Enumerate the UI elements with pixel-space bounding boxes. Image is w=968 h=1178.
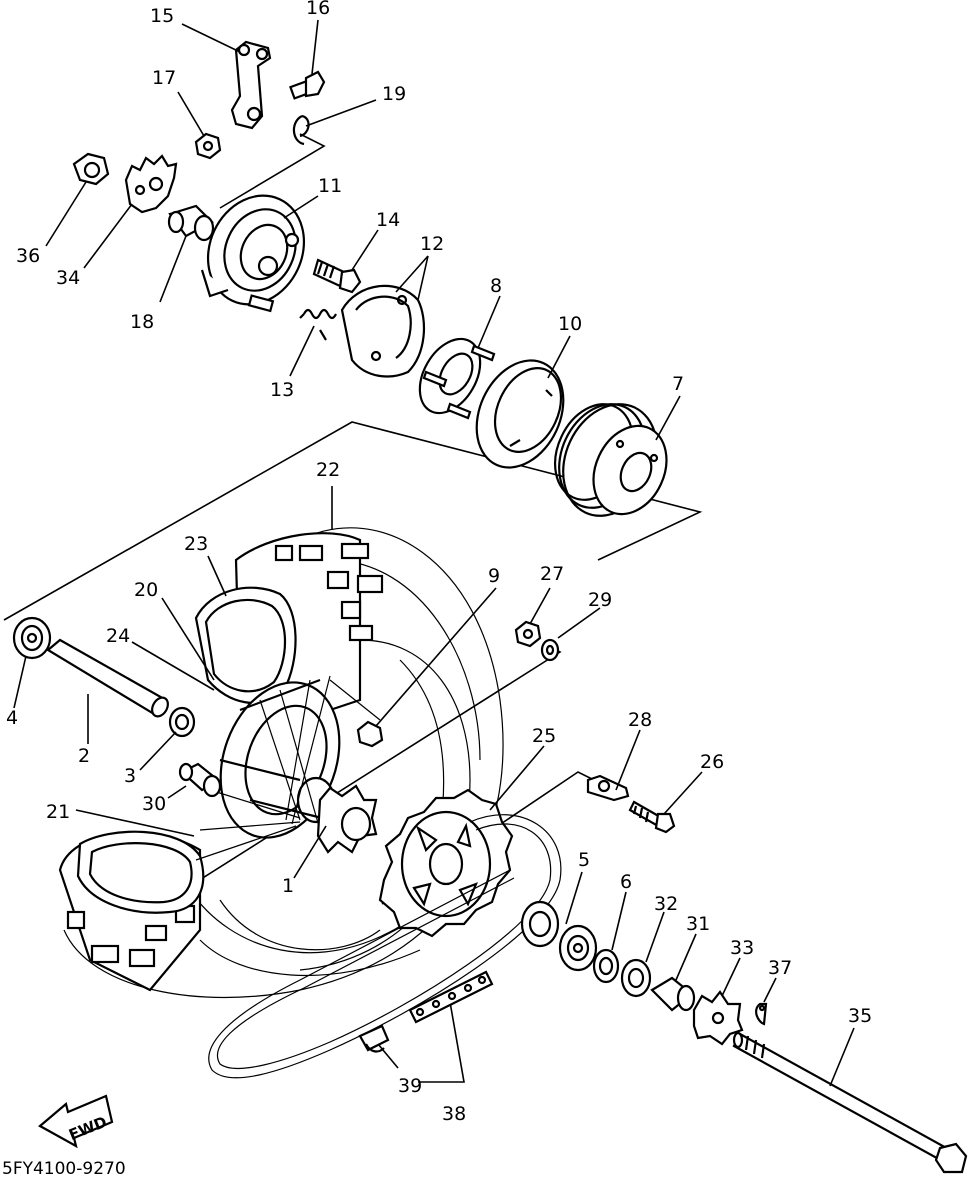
clutch-hub-plate — [418, 337, 496, 420]
drive-chain — [208, 814, 562, 1079]
axle-collar-right — [650, 976, 696, 1012]
callout-33: 33 — [730, 937, 754, 959]
brake-shoe-plate — [200, 194, 306, 313]
callout-18: 18 — [130, 311, 154, 333]
hub-nut — [72, 152, 110, 186]
callout-39: 39 — [398, 1075, 422, 1097]
camshaft-bolt — [312, 258, 362, 294]
callout-30: 30 — [142, 793, 166, 815]
callout-31: 31 — [686, 913, 710, 935]
callout-16: 16 — [306, 0, 330, 19]
callout-9: 9 — [488, 565, 500, 587]
callout-12: 12 — [420, 233, 444, 255]
callout-1: 1 — [282, 875, 294, 897]
rear-axle — [732, 1031, 968, 1174]
brake-shoes — [340, 284, 426, 378]
callout-34: 34 — [56, 267, 80, 289]
callout-7: 7 — [672, 373, 684, 395]
damper-ring — [475, 359, 565, 469]
callout-22: 22 — [316, 459, 340, 481]
callout-17: 17 — [152, 67, 176, 89]
callout-2: 2 — [78, 745, 90, 767]
callout-25: 25 — [532, 725, 556, 747]
axle-spacer-tube — [46, 638, 169, 718]
callout-5: 5 — [578, 849, 590, 871]
callout-14: 14 — [376, 209, 400, 231]
hub-spacer — [178, 762, 222, 798]
rim-strip — [194, 586, 297, 704]
callout-8: 8 — [490, 275, 502, 297]
callout-23: 23 — [184, 533, 208, 555]
oil-seal-right — [620, 958, 652, 998]
callout-26: 26 — [700, 751, 724, 773]
chain-adjuster-bolt — [628, 800, 676, 834]
callout-3: 3 — [124, 765, 136, 787]
callout-37: 37 — [768, 957, 792, 979]
driven-sprocket — [378, 788, 514, 938]
chain-links — [408, 970, 494, 1024]
callout-21: 21 — [46, 801, 70, 823]
callout-32: 32 — [654, 893, 678, 915]
right-bearing-2 — [558, 924, 598, 972]
adjuster-plate-right — [692, 990, 744, 1046]
callout-15: 15 — [150, 5, 174, 27]
callout-27: 27 — [540, 563, 564, 585]
callout-11: 11 — [318, 175, 342, 197]
diagram-code: 5FY4100-9270 — [2, 1159, 126, 1178]
lever-nut — [194, 132, 222, 160]
collar-washer — [592, 948, 620, 984]
lock-washer — [540, 638, 560, 662]
circlip — [292, 114, 310, 146]
right-bearing — [520, 900, 560, 948]
small-sprocket-left — [124, 154, 178, 214]
callout-10: 10 — [558, 313, 582, 335]
callout-36: 36 — [16, 245, 40, 267]
hub-collar — [167, 204, 215, 242]
hub-flange-sprocket-side — [316, 784, 378, 854]
chain-puller — [586, 774, 630, 802]
callout-13: 13 — [270, 379, 294, 401]
callout-4: 4 — [6, 707, 18, 729]
damper-hub — [554, 403, 668, 517]
callout-28: 28 — [628, 709, 652, 731]
flange-nut — [514, 620, 542, 648]
spoke-nipple — [356, 720, 384, 748]
callout-labels: 15 16 17 19 11 36 34 18 14 12 13 8 10 7 … — [6, 0, 872, 1125]
fwd-arrow: FWD — [38, 1094, 114, 1149]
rim-band-lower — [76, 830, 205, 914]
callout-35: 35 — [848, 1005, 872, 1027]
left-bearing — [12, 616, 52, 660]
callout-38: 38 — [442, 1103, 466, 1125]
oil-seal — [168, 706, 196, 738]
leader-lines — [13, 19, 855, 1087]
callout-24: 24 — [106, 625, 130, 647]
callout-20: 20 — [134, 579, 158, 601]
brake-cam-lever — [230, 40, 272, 130]
return-spring — [299, 308, 337, 341]
callout-19: 19 — [382, 83, 406, 105]
cotter-pin — [755, 1002, 768, 1026]
lever-bolt — [289, 70, 326, 100]
chain-master-link — [358, 1024, 390, 1053]
callout-29: 29 — [588, 589, 612, 611]
callout-6: 6 — [620, 871, 632, 893]
wheel-spokes — [195, 675, 381, 861]
